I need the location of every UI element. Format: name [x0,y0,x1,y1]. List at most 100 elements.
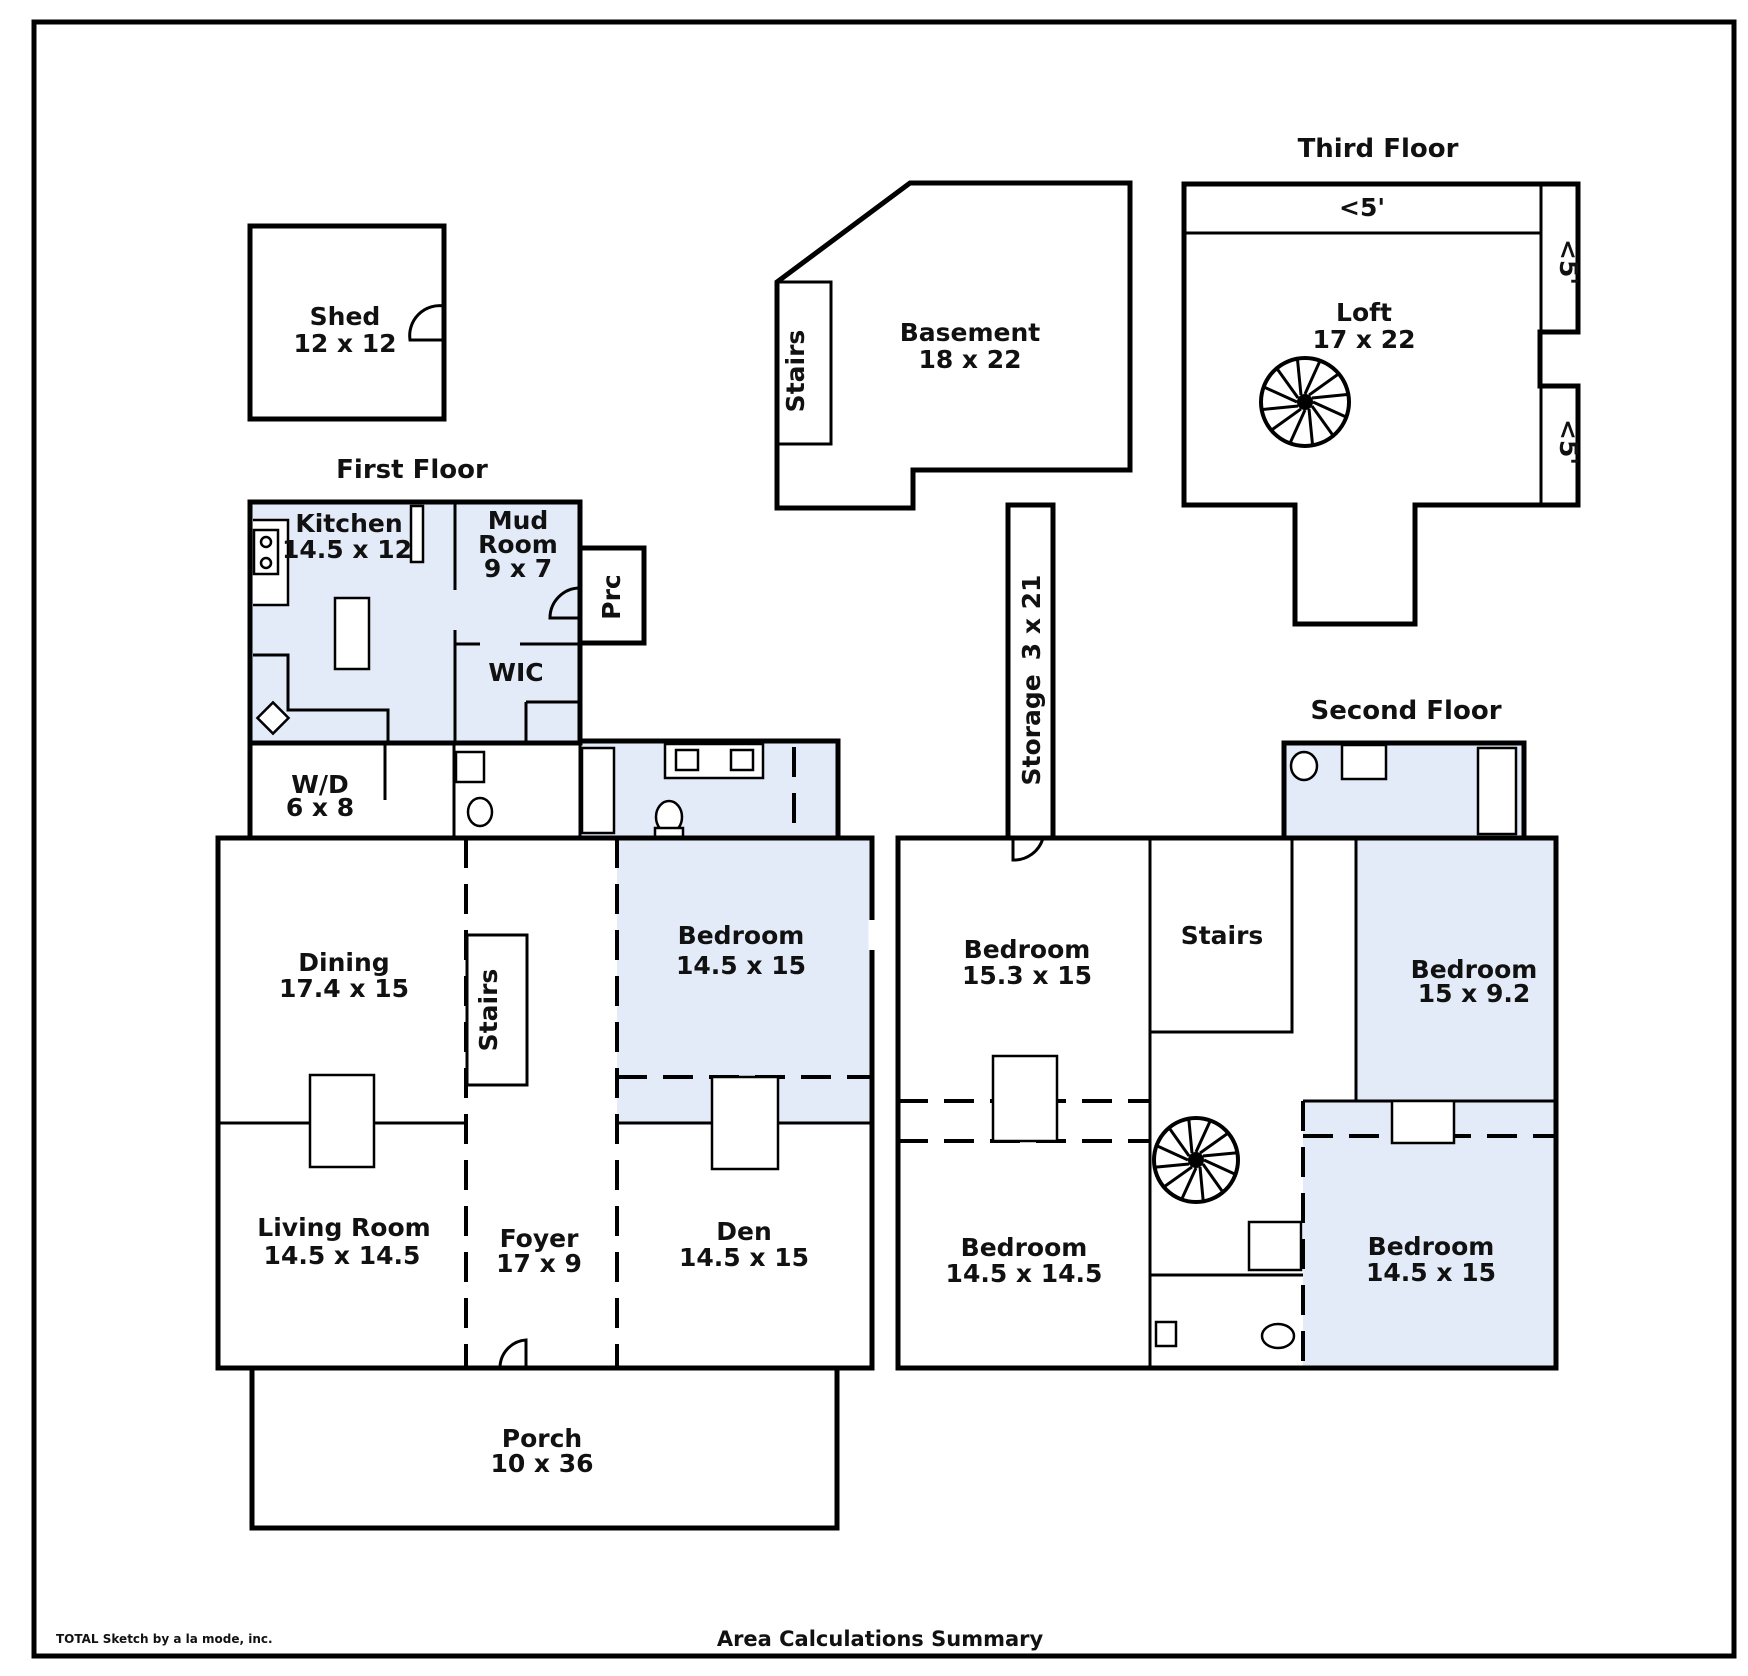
basement: Stairs Basement 18 x 22 [774,180,1133,511]
loft-top-label: <5' [1339,193,1385,222]
stair-tread [1201,1163,1225,1194]
fireplace-icon [1390,1099,1456,1145]
stair-tread [1270,407,1302,432]
stair-tread [1303,360,1322,395]
porch-name: Porch [502,1424,582,1453]
sink-icon [1340,743,1388,781]
loft-right-upper-label: <5' [1554,239,1583,285]
stair-tread [1187,1118,1194,1154]
page-frame [31,19,1737,1659]
bedroom-c-dim: 14.5 x 14.5 [946,1259,1103,1288]
sink-icon [255,700,291,736]
stair-tread [1308,372,1340,397]
stair-tread [1203,1158,1237,1176]
kitchen-dim: 14.5 x 12 [282,535,412,564]
stair-tread [1288,409,1307,444]
shed-dim: 12 x 12 [293,329,396,358]
wic-name: WIC [488,658,543,687]
loft-right-lower-label: <5' [1554,419,1583,465]
bedroom-d-name: Bedroom [1368,1232,1495,1261]
wd-dim: 6 x 8 [286,793,354,822]
vanity-icon [1247,1220,1303,1272]
sink-icon [454,750,486,784]
storage-label: Storage 3 x 21 [1017,575,1046,786]
loft-name: Loft [1336,298,1392,327]
stair-tread [1307,408,1315,446]
fireplace-icon [308,1073,376,1169]
sink-icon [1154,1320,1178,1348]
first-stairs-label: Stairs [474,969,503,1052]
dining-name: Dining [298,948,389,977]
storage-door-icon [1011,837,1045,862]
bedroom-c-name: Bedroom [961,1233,1088,1262]
foyer-name: Foyer [500,1224,579,1253]
front-door-icon [498,1338,528,1369]
footer-summary: Area Calculations Summary [717,1627,1044,1651]
second-stairs-label: Stairs [1181,921,1264,950]
stair-tread [1199,1131,1230,1155]
third-floor-title: Third Floor [1298,134,1459,164]
foyer-dim: 17 x 9 [496,1249,582,1278]
dining-dim: 17.4 x 15 [279,974,409,1003]
living-room-dim: 14.5 x 14.5 [264,1241,421,1270]
stair-tread [1154,1162,1190,1169]
bedroom-b-dim: 15 x 9.2 [1418,979,1531,1008]
toilet-icon [1289,750,1319,782]
bathtub-icon [1476,746,1518,836]
stair-tread [1198,1166,1205,1202]
stair-tread [1295,358,1303,396]
basement-dim: 18 x 22 [918,345,1021,374]
shed-door-icon [408,304,445,342]
fireplace-icon [710,1075,780,1171]
basement-stairs [775,280,833,446]
second-stairs [1148,836,1294,1034]
third-floor: Third Floor <5' <5' <5' Loft 17 x 22 [1181,134,1583,627]
prc-label: Prc [597,574,626,619]
first-bedroom-dim: 14.5 x 15 [676,951,806,980]
basement-stairs-label: Stairs [781,330,810,413]
stair-tread [1275,367,1300,399]
stair-tread [1180,1167,1198,1201]
mud-room-name: Mud [488,506,549,535]
first-bedroom-name: Bedroom [678,921,805,950]
second-floor-title: Second Floor [1310,696,1501,726]
toilet-icon [466,796,494,828]
stair-tread [1162,1165,1193,1189]
footer-credit: TOTAL Sketch by a la mode, inc. [56,1632,273,1646]
toilet-icon [1260,1322,1296,1350]
stair-tread [1167,1126,1191,1157]
living-room-name: Living Room [257,1213,430,1242]
stair-tread [1263,385,1298,404]
second-floor: Second Floor Stairs [895,696,1559,1371]
porch-dim: 10 x 36 [490,1449,593,1478]
shed-name: Shed [310,302,381,331]
mud-room-door-icon [548,586,581,620]
first-floor: First Floor Kitchen 14.5 x 12 Mud Room 9… [215,455,876,1531]
storage: Storage 3 x 21 [1005,502,1056,862]
bathtub-icon [580,746,616,835]
mud-room-name-2: Room [478,530,558,559]
first-floor-title: First Floor [336,455,488,485]
kitchen-name: Kitchen [295,509,402,538]
bedroom-b-name: Bedroom [1411,955,1538,984]
stair-tread [1202,1151,1238,1158]
den-name: Den [716,1217,772,1246]
stair-tread [1312,400,1347,419]
bedroom-a-name: Bedroom [964,935,1091,964]
shed: Shed 12 x 12 [247,223,447,422]
spiral-stair-icon [1259,356,1351,448]
wd-name: W/D [291,770,348,799]
loft-dim: 17 x 22 [1312,325,1415,354]
bedroom-a-dim: 15.3 x 15 [962,961,1092,990]
stair-tread [1194,1119,1212,1153]
storage-dim: 3 x 21 [1017,575,1046,661]
stair-tread [1310,405,1335,437]
basement-name: Basement [900,318,1041,347]
stair-tread [1311,392,1349,400]
mud-room-dim: 9 x 7 [484,554,552,583]
fireplace-icon [991,1054,1059,1143]
storage-name: Storage [1017,674,1046,785]
bedroom-d-dim: 14.5 x 15 [1366,1258,1496,1287]
stair-tread [1155,1144,1189,1162]
